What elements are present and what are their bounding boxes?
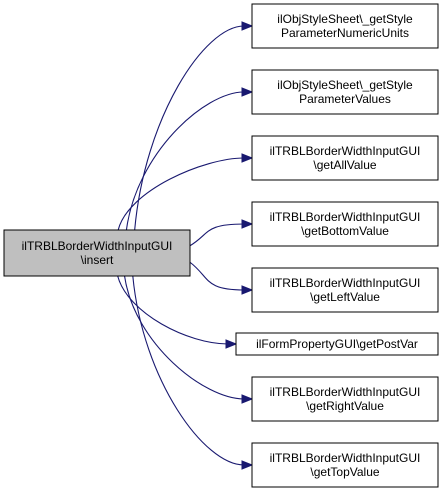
node-focus-insert[interactable]: ilTRBLBorderWidthInputGUI\insert <box>3 229 191 277</box>
node-label-line: ilTRBLBorderWidthInputGUI <box>270 385 421 399</box>
node-label-line: \getTopValue <box>310 465 379 479</box>
edge-line <box>132 275 245 466</box>
node-box <box>3 229 191 277</box>
node-label-line: ilFormPropertyGUI\getPostVar <box>256 337 418 351</box>
edge-arrowhead <box>241 460 254 470</box>
edge-line <box>124 275 245 400</box>
edge-line <box>189 223 245 247</box>
edge-arrowhead <box>241 219 254 229</box>
node-box <box>251 442 439 488</box>
edge-line <box>125 91 245 231</box>
node-box <box>251 201 439 247</box>
node-get-bottom-value[interactable]: ilTRBLBorderWidthInputGUI\getBottomValue <box>251 201 439 247</box>
node-label-line: ilTRBLBorderWidthInputGUI <box>270 451 421 465</box>
node-label-line: \getRightValue <box>306 399 384 413</box>
node-label-line: ParameterNumericUnits <box>281 26 409 40</box>
edge-get-top-value <box>132 275 254 470</box>
edge-arrowhead <box>241 394 254 404</box>
edge-get-right-value <box>124 275 254 404</box>
node-label-line: ilTRBLBorderWidthInputGUI <box>270 276 421 290</box>
edge-get-all-value <box>117 153 254 231</box>
edges-layer <box>117 21 254 470</box>
edge-arrowhead <box>241 153 254 163</box>
node-box <box>235 332 439 356</box>
edge-get-style-parameter-values <box>125 87 254 231</box>
node-get-right-value[interactable]: ilTRBLBorderWidthInputGUI\getRightValue <box>251 376 439 422</box>
edge-get-bottom-value <box>189 219 254 247</box>
edge-arrowhead <box>241 21 254 31</box>
edge-arrowhead <box>241 87 254 97</box>
node-box <box>251 135 439 181</box>
node-label-line: ParameterValues <box>299 92 391 106</box>
node-label-line: ilTRBLBorderWidthInputGUI <box>270 144 421 158</box>
edge-line <box>134 25 245 231</box>
edge-get-post-var <box>117 275 238 349</box>
edge-line <box>117 157 245 231</box>
nodes-layer: ilTRBLBorderWidthInputGUI\insertilObjSty… <box>3 3 439 488</box>
node-label-line: \insert <box>81 253 114 267</box>
node-label-line: ilObjStyleSheet\_getStyle <box>277 12 413 26</box>
node-get-post-var[interactable]: ilFormPropertyGUI\getPostVar <box>235 332 439 356</box>
node-get-top-value[interactable]: ilTRBLBorderWidthInputGUI\getTopValue <box>251 442 439 488</box>
edge-get-style-parameter-numeric-units <box>134 21 254 231</box>
node-box <box>251 376 439 422</box>
edge-arrowhead <box>225 339 238 349</box>
node-label-line: ilTRBLBorderWidthInputGUI <box>270 210 421 224</box>
edge-line <box>189 261 245 291</box>
node-label-line: \getBottomValue <box>301 224 389 238</box>
node-label-line: ilObjStyleSheet\_getStyle <box>277 78 413 92</box>
node-box <box>251 69 439 115</box>
node-get-style-parameter-numeric-units[interactable]: ilObjStyleSheet\_getStyleParameterNumeri… <box>251 3 439 49</box>
node-label-line: \getAllValue <box>313 158 376 172</box>
edge-get-left-value <box>189 261 254 295</box>
node-box <box>251 267 439 313</box>
node-box <box>251 3 439 49</box>
node-get-all-value[interactable]: ilTRBLBorderWidthInputGUI\getAllValue <box>251 135 439 181</box>
node-label-line: \getLeftValue <box>310 290 380 304</box>
edge-arrowhead <box>241 285 254 295</box>
node-get-left-value[interactable]: ilTRBLBorderWidthInputGUI\getLeftValue <box>251 267 439 313</box>
node-label-line: ilTRBLBorderWidthInputGUI <box>22 239 173 253</box>
edge-line <box>117 275 229 345</box>
